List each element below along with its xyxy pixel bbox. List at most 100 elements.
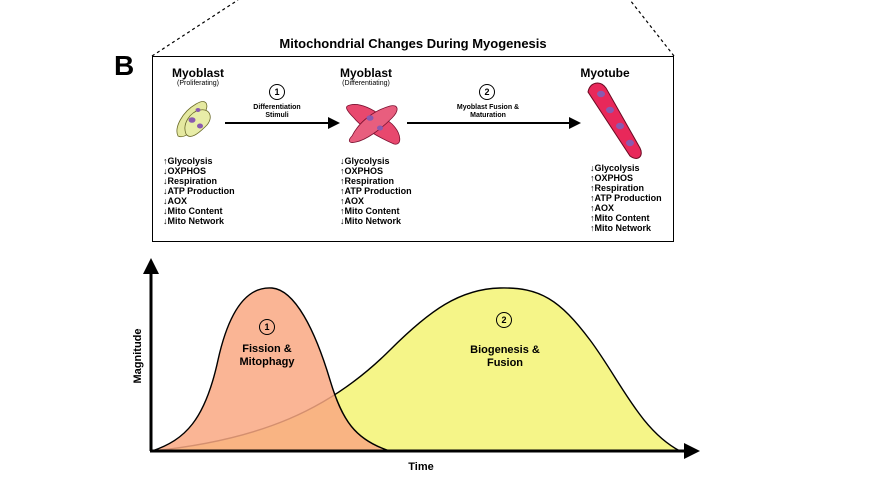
marker-item: ↓AOX [163, 196, 235, 206]
step-2-label: Myoblast Fusion & Maturation [440, 104, 536, 120]
down-arrow-icon: ↓ [163, 176, 168, 186]
step-1-label-line2: Stimuli [265, 112, 289, 119]
fission-curve [151, 287, 391, 452]
proliferating-cell-icon [176, 101, 211, 138]
marker-list-myotube: ↓Glycolysis↑OXPHOS↑Respiration↑ATP Produ… [590, 163, 662, 233]
curve-2-number: 2 [496, 312, 512, 328]
marker-item: ↑AOX [590, 203, 662, 213]
marker-label: ATP Production [167, 186, 235, 196]
marker-item: ↓Respiration [163, 176, 235, 186]
up-arrow-icon: ↑ [590, 213, 595, 223]
marker-label: Respiration [344, 176, 395, 186]
up-arrow-icon: ↑ [163, 156, 168, 166]
marker-label: Mito Network [167, 216, 225, 226]
marker-label: OXPHOS [344, 166, 384, 176]
marker-label: Respiration [167, 176, 218, 186]
up-arrow-icon: ↑ [590, 203, 595, 213]
marker-label: Mito Content [344, 206, 400, 216]
marker-label: Glycolysis [344, 156, 390, 166]
marker-label: Mito Content [594, 213, 650, 223]
up-arrow-icon: ↑ [340, 206, 345, 216]
marker-item: ↓Mito Network [340, 216, 412, 226]
curve-2-label-line2: Fusion [486, 357, 524, 369]
curve-2-label-line1: Biogenesis & [470, 344, 540, 356]
up-arrow-icon: ↑ [590, 183, 595, 193]
up-arrow-icon: ↑ [340, 166, 345, 176]
diagram-title: Mitochondrial Changes During Myogenesis [279, 36, 547, 51]
marker-list-differentiating: ↓Glycolysis↑OXPHOS↑Respiration↑ATP Produ… [340, 156, 412, 226]
marker-label: OXPHOS [594, 173, 634, 183]
arrow-step-1 [225, 117, 340, 129]
curve-1-label-line1: Fission & [242, 343, 292, 355]
stage-myotube: Myotube [570, 66, 640, 80]
marker-item: ↑ATP Production [340, 186, 412, 196]
marker-item: ↓Glycolysis [340, 156, 412, 166]
down-arrow-icon: ↓ [163, 186, 168, 196]
marker-label: Respiration [594, 183, 645, 193]
arrow-step-2 [407, 117, 581, 129]
down-arrow-icon: ↓ [340, 156, 345, 166]
x-axis-label: Time [408, 461, 434, 473]
step-1-label: Differentiation Stimuli [232, 104, 322, 120]
up-arrow-icon: ↑ [340, 186, 345, 196]
step-2-label-line2: Maturation [470, 112, 506, 119]
down-arrow-icon: ↓ [340, 216, 345, 226]
marker-label: ATP Production [594, 193, 662, 203]
marker-item: ↑Mito Content [340, 206, 412, 216]
up-arrow-icon: ↑ [590, 193, 595, 203]
down-arrow-icon: ↓ [590, 163, 595, 173]
y-axis [143, 258, 159, 451]
stage-sub: (Proliferating) [176, 80, 219, 87]
marker-item: ↑Glycolysis [163, 156, 235, 166]
stage-proliferating: Myoblast (Proliferating) [158, 66, 238, 87]
myotube-cell-icon [587, 82, 642, 159]
stage-differentiating: Myoblast (Differentiating) [326, 66, 406, 87]
marker-item: ↑Respiration [340, 176, 412, 186]
marker-item: ↑ATP Production [590, 193, 662, 203]
marker-item: ↑OXPHOS [340, 166, 412, 176]
stage-sub: (Differentiating) [342, 80, 390, 87]
curve-1-number: 1 [259, 319, 275, 335]
marker-label: Mito Network [344, 216, 402, 226]
up-arrow-icon: ↑ [340, 176, 345, 186]
down-arrow-icon: ↓ [163, 206, 168, 216]
up-arrow-icon: ↑ [590, 173, 595, 183]
stage-name: Myoblast [339, 66, 392, 80]
step-2-number: 2 [479, 84, 495, 100]
marker-item: ↓OXPHOS [163, 166, 235, 176]
marker-item: ↑AOX [340, 196, 412, 206]
y-axis-label: Magnitude [132, 328, 144, 384]
down-arrow-icon: ↓ [163, 216, 168, 226]
marker-item: ↓ATP Production [163, 186, 235, 196]
marker-list-proliferating: ↑Glycolysis↓OXPHOS↓Respiration↓ATP Produ… [163, 156, 235, 226]
down-arrow-icon: ↓ [163, 196, 168, 206]
stage-name: Myoblast [171, 66, 224, 80]
zoom-line-left [151, 0, 239, 57]
marker-label: AOX [344, 196, 365, 206]
step-1-label-line1: Differentiation [253, 104, 301, 111]
marker-item: ↑OXPHOS [590, 173, 662, 183]
marker-label: Mito Content [167, 206, 223, 216]
panel-letter: B [114, 50, 135, 81]
marker-item: ↓Glycolysis [590, 163, 662, 173]
marker-item: ↑Respiration [590, 183, 662, 193]
differentiating-cell-icon [346, 104, 401, 145]
x-axis [150, 443, 700, 459]
curve-2-label: Biogenesis & Fusion [450, 344, 560, 370]
marker-label: AOX [167, 196, 188, 206]
down-arrow-icon: ↓ [163, 166, 168, 176]
up-arrow-icon: ↑ [590, 223, 595, 233]
up-arrow-icon: ↑ [340, 196, 345, 206]
marker-item: ↑Mito Content [590, 213, 662, 223]
marker-label: ATP Production [344, 186, 412, 196]
step-1-number: 1 [269, 84, 285, 100]
marker-label: Glycolysis [167, 156, 213, 166]
curve-1-label-line2: Mitophagy [239, 356, 295, 368]
marker-label: Glycolysis [594, 163, 640, 173]
marker-item: ↑Mito Network [590, 223, 662, 233]
stage-name: Myotube [580, 66, 630, 80]
marker-label: AOX [594, 203, 615, 213]
marker-item: ↓Mito Content [163, 206, 235, 216]
summary-frame [152, 56, 674, 242]
